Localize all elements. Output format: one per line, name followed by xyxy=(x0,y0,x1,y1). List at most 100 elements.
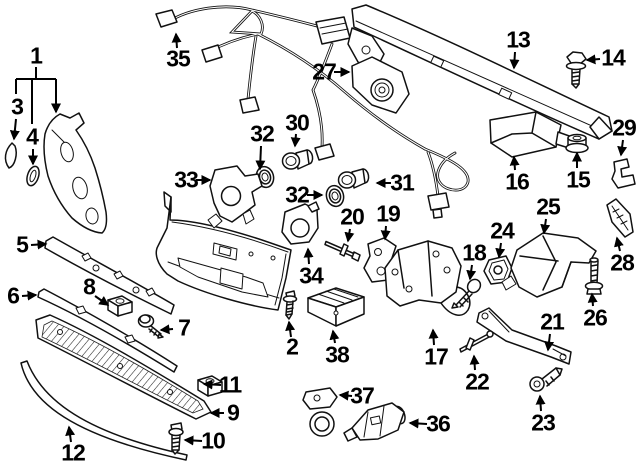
callout-30: 30 xyxy=(285,109,310,136)
part-wiring-harness xyxy=(155,5,470,219)
callout-10: 10 xyxy=(201,427,226,454)
part-pin-22 xyxy=(459,330,494,353)
callout-1: 1 xyxy=(30,42,43,69)
leader-19 xyxy=(380,225,391,241)
callout-5: 5 xyxy=(16,231,29,258)
leader-23 xyxy=(535,394,546,412)
callout-38: 38 xyxy=(325,341,350,368)
leader-28 xyxy=(614,236,624,252)
part-impact-bar xyxy=(347,4,613,140)
leader-34 xyxy=(303,247,314,265)
part-bracket-27 xyxy=(351,56,410,114)
leader-14 xyxy=(585,54,601,65)
part-parking-sensor-31 xyxy=(337,168,370,189)
callout-3: 3 xyxy=(11,93,24,120)
callout-6: 6 xyxy=(7,282,20,309)
part-bolt-14 xyxy=(565,51,587,89)
leader-20 xyxy=(344,228,355,243)
callout-33: 33 xyxy=(174,166,199,193)
callout-25: 25 xyxy=(536,193,561,220)
callout-22: 22 xyxy=(465,368,490,395)
leader-7 xyxy=(159,324,174,335)
part-screw-18 xyxy=(451,278,482,309)
leader-24 xyxy=(495,242,506,259)
leader-6 xyxy=(21,290,38,301)
leader-37 xyxy=(338,390,353,401)
leader-2 xyxy=(285,320,296,338)
leader-25 xyxy=(540,218,551,235)
part-spoiler-strip xyxy=(44,236,175,315)
part-trim-strip xyxy=(37,288,178,373)
leader-3 xyxy=(9,118,20,141)
callout-37: 37 xyxy=(350,382,375,409)
part-clip-29 xyxy=(611,158,636,189)
leader-10 xyxy=(183,435,203,446)
part-bumper-cover xyxy=(155,191,292,311)
callout-32-upper: 32 xyxy=(250,120,275,147)
part-control-module xyxy=(307,287,365,327)
callout-8: 8 xyxy=(83,273,96,300)
part-seal-strip xyxy=(4,142,17,169)
leader-13 xyxy=(509,51,520,70)
part-pad xyxy=(26,165,40,187)
leader-5 xyxy=(30,239,48,250)
part-screw-10 xyxy=(168,422,184,455)
leader-17 xyxy=(428,328,439,346)
callout-24: 24 xyxy=(490,217,515,244)
callout-26: 26 xyxy=(583,304,608,331)
part-bumper-side-bracket xyxy=(43,112,108,234)
leader-32-upper xyxy=(255,145,266,171)
part-horn xyxy=(343,402,406,442)
callout-19: 19 xyxy=(376,200,401,227)
part-sensor-bracket xyxy=(207,165,263,229)
leader-21 xyxy=(544,333,555,352)
leader-38 xyxy=(329,329,340,344)
leader-12 xyxy=(65,425,76,443)
part-screw-2 xyxy=(282,290,298,320)
leader-29 xyxy=(617,139,628,157)
part-nut-15 xyxy=(565,133,589,154)
leader-18 xyxy=(466,264,477,281)
callout-2: 2 xyxy=(286,333,299,360)
callout-29: 29 xyxy=(612,114,637,141)
part-side-support-bracket xyxy=(501,232,597,298)
part-horn-bracket xyxy=(302,387,338,437)
callout-13: 13 xyxy=(506,26,531,53)
part-parking-sensor-30 xyxy=(281,149,314,170)
callout-15: 15 xyxy=(566,166,591,193)
callout-36: 36 xyxy=(426,410,451,437)
callout-32-lower: 32 xyxy=(285,181,310,208)
callout-34: 34 xyxy=(299,262,324,289)
callout-16: 16 xyxy=(505,168,530,195)
part-lower-molding xyxy=(20,360,188,461)
leader-30 xyxy=(290,133,301,148)
callout-27: 27 xyxy=(312,58,337,85)
part-screw-7 xyxy=(137,314,164,339)
callout-12: 12 xyxy=(61,439,86,466)
leader-22 xyxy=(469,354,480,371)
leader-11 xyxy=(202,379,222,390)
callout-31: 31 xyxy=(390,169,415,196)
part-clip-nut-8 xyxy=(107,295,133,317)
callout-7: 7 xyxy=(178,314,191,341)
leader-36 xyxy=(408,418,428,429)
part-absorber-bracket xyxy=(489,111,576,158)
callout-35: 35 xyxy=(166,45,191,72)
leader-26 xyxy=(587,292,598,307)
callout-20: 20 xyxy=(340,203,365,230)
part-bolt-23 xyxy=(529,367,563,392)
part-retaining-ring-lower xyxy=(325,184,345,208)
harness-connector-icon xyxy=(155,9,450,219)
leader-35 xyxy=(171,32,182,49)
callout-28: 28 xyxy=(610,249,635,276)
callout-23: 23 xyxy=(531,409,556,436)
leader-16 xyxy=(509,155,520,171)
callout-14: 14 xyxy=(601,44,626,71)
leader-lines xyxy=(9,32,628,446)
callout-9: 9 xyxy=(227,399,240,426)
callout-4: 4 xyxy=(26,123,39,150)
part-plate-24 xyxy=(483,255,513,285)
leader-8 xyxy=(94,295,110,306)
part-trim-blade xyxy=(606,198,634,238)
